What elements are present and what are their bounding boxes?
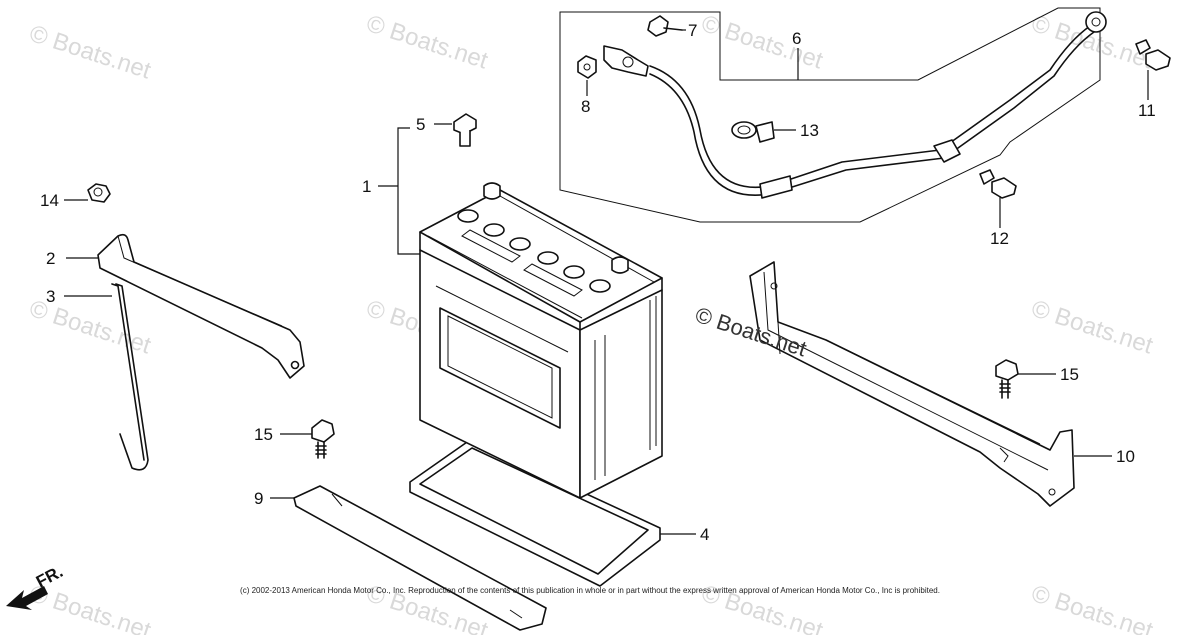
callout-1: 1 (362, 177, 371, 196)
callout-5: 5 (416, 115, 425, 134)
leader-lines (64, 29, 1149, 535)
battery-bracket (749, 261, 1075, 507)
bolt-part-15-left (311, 419, 335, 459)
ground-cable (603, 11, 1107, 199)
hold-down-bar (97, 233, 305, 379)
callout-12: 12 (990, 229, 1009, 248)
watermark-text: © Boats.net (698, 10, 826, 75)
cable-clip-part-13 (731, 121, 775, 143)
callout-labels: 1 2 3 4 5 6 7 8 9 10 11 12 13 14 15 15 (40, 21, 1156, 544)
callout-10: 10 (1116, 447, 1135, 466)
callout-3: 3 (46, 287, 55, 306)
callout-4: 4 (700, 525, 709, 544)
callout-7: 7 (688, 21, 697, 40)
nut-part-14 (87, 183, 111, 203)
copyright-notice: (c) 2002-2013 American Honda Motor Co., … (240, 586, 940, 595)
callout-6: 6 (792, 29, 801, 48)
bolt-part-7 (647, 15, 683, 37)
bolt-part-12 (979, 169, 1017, 199)
watermark-text: © Boats.net (363, 10, 491, 75)
strap-plate (293, 485, 547, 631)
bolt-part-15-right (995, 359, 1019, 399)
battery (419, 182, 663, 499)
bolt-part-11 (1135, 39, 1171, 71)
callout-11: 11 (1138, 101, 1156, 120)
watermark-text: © Boats.net (1028, 295, 1156, 360)
cable-group-frame (559, 7, 1101, 223)
front-arrow-icon (6, 586, 48, 610)
bolt-part-5 (453, 113, 477, 147)
callout-9: 9 (254, 489, 263, 508)
callout-15-right: 15 (1060, 365, 1079, 384)
callout-15-left: 15 (254, 425, 273, 444)
callout-13: 13 (800, 121, 819, 140)
watermark-text: © Boats.net (26, 20, 154, 85)
nut-part-8 (577, 55, 597, 79)
hold-down-rod (111, 283, 149, 471)
callout-14: 14 (40, 191, 59, 210)
callout-8: 8 (581, 97, 590, 116)
callout-2: 2 (46, 249, 55, 268)
